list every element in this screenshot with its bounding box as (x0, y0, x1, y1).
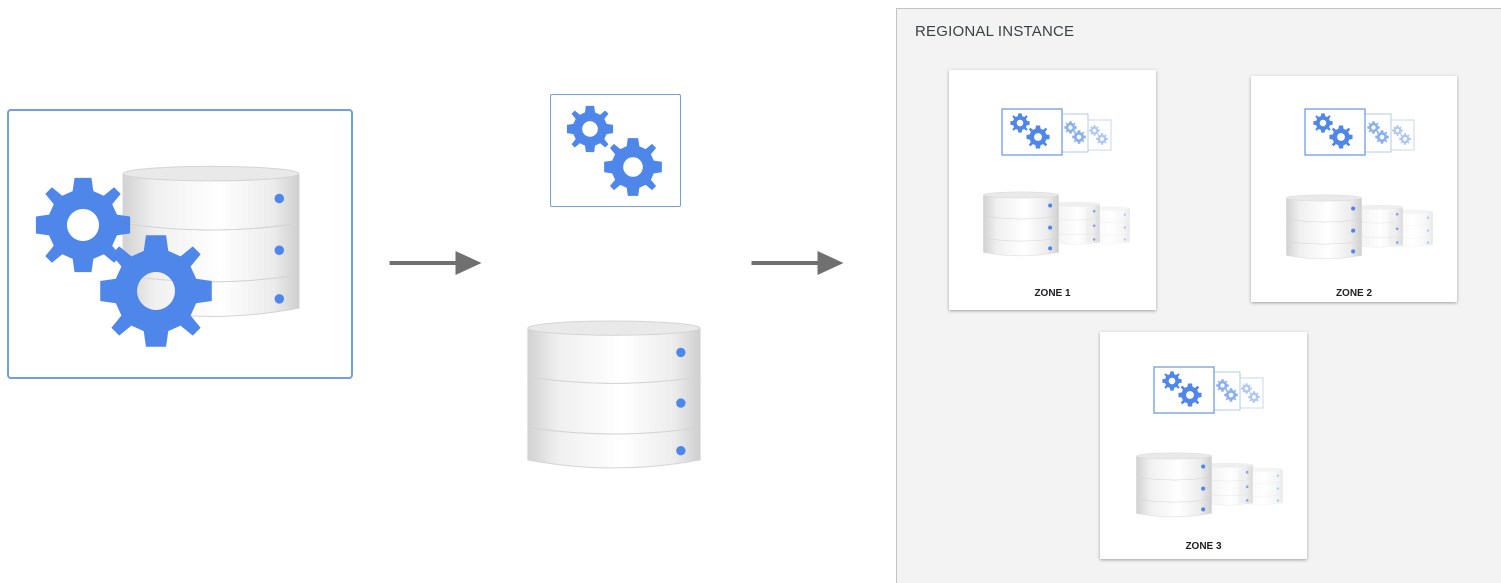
regional-instance-title: REGIONAL INSTANCE (915, 23, 1075, 40)
database-icon (527, 320, 701, 469)
regional-instance-panel: REGIONAL INSTANCE ZONE 1 ZONE 2 ZONE 3 (896, 8, 1501, 583)
app-stack-icon (1153, 366, 1265, 414)
monolith-gear-large-icon (100, 235, 212, 347)
arrow-right-icon (751, 251, 844, 275)
app-gear-large-icon (604, 138, 662, 196)
zone-1-card: ZONE 1 (949, 70, 1156, 310)
app-stack-icon (1304, 108, 1416, 156)
zone-label: ZONE 1 (1034, 288, 1071, 299)
app-stack-icon (1001, 108, 1113, 156)
zone-label: ZONE 2 (1335, 288, 1373, 299)
database-stack-icon (1285, 191, 1435, 267)
database-stack-icon (1135, 449, 1285, 525)
arrow-right-icon (389, 251, 482, 275)
zone-2-card: ZONE 2 (1251, 76, 1457, 302)
zone-label: ZONE 3 (1185, 541, 1222, 552)
database-stack-icon (982, 188, 1132, 264)
zone-3-card: ZONE 3 (1100, 332, 1307, 559)
